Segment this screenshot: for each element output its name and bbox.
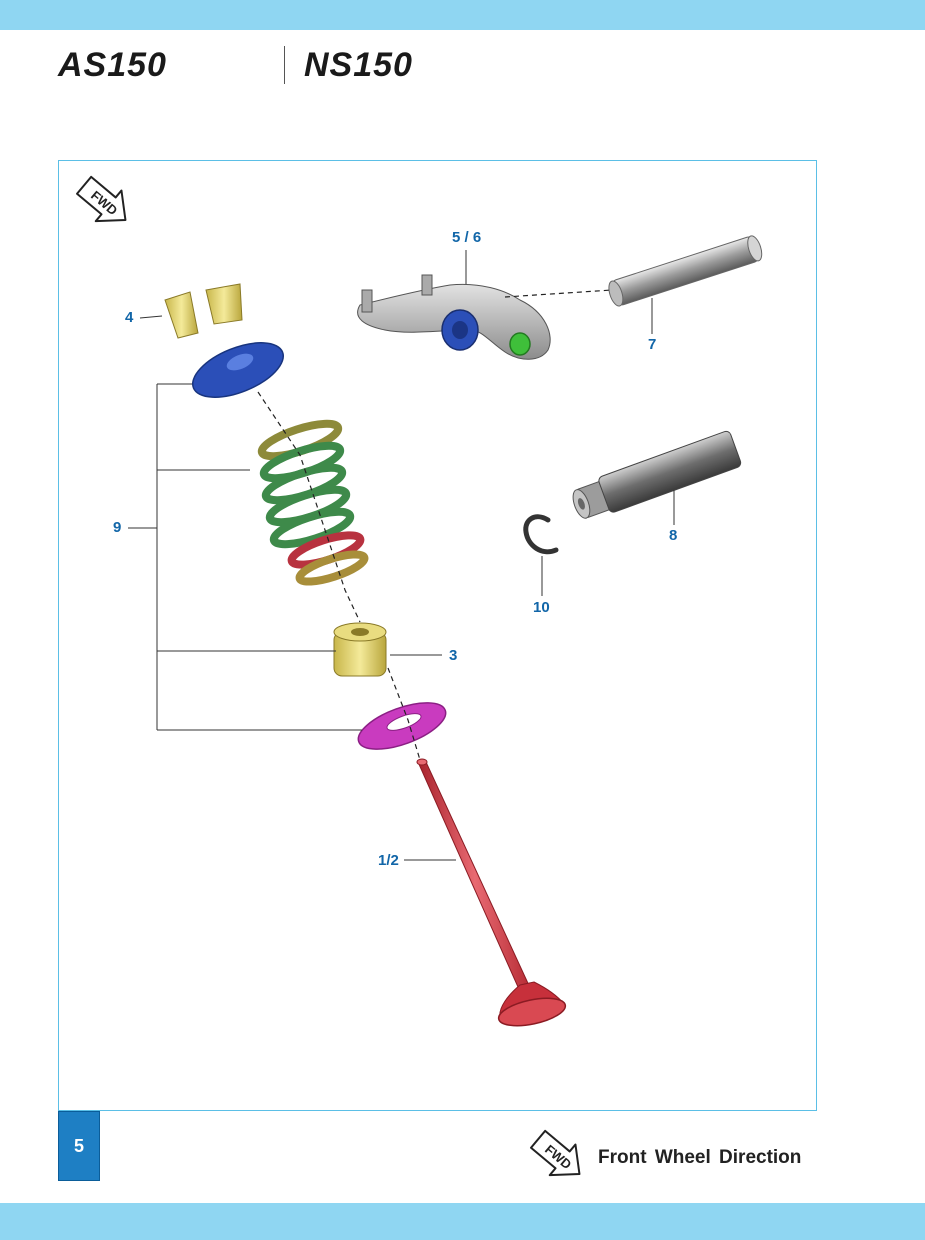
callout-9: 9 xyxy=(113,519,122,536)
callout-3: 3 xyxy=(449,647,458,664)
engine-valve xyxy=(416,758,567,1027)
valve-cotters xyxy=(164,283,243,339)
fwd-arrow-icon: FWD xyxy=(76,175,127,223)
callout-7: 7 xyxy=(648,336,657,353)
leader-lines xyxy=(128,250,675,861)
rocker-shaft xyxy=(608,235,763,307)
shaft xyxy=(572,430,742,519)
rocker-arm xyxy=(357,274,551,360)
page-number: 5 xyxy=(73,1136,84,1156)
logo-divider xyxy=(284,46,285,84)
callout-5-6: 5 / 6 xyxy=(452,229,482,246)
spring-seat xyxy=(357,702,447,750)
front-wheel-direction-label: Front Wheel Direction xyxy=(598,1147,802,1168)
shaft-alignment-line xyxy=(504,289,613,298)
callout-10: 10 xyxy=(533,599,550,616)
top-color-band xyxy=(0,0,925,30)
page-number-box: 5 xyxy=(58,1111,100,1181)
bottom-color-band xyxy=(0,1203,925,1240)
valve-stem-seal xyxy=(333,622,387,677)
valve-spring xyxy=(257,419,369,586)
callout-8: 8 xyxy=(669,527,678,544)
diagram-frame xyxy=(58,160,817,1111)
callout-1-2: 1/2 xyxy=(378,852,399,869)
logo-ns150: NS150 xyxy=(304,46,413,84)
logo-as150: AS150 xyxy=(58,46,167,84)
callout-4: 4 xyxy=(125,309,134,326)
circlip xyxy=(523,514,559,555)
fwd-legend-icon: FWD xyxy=(530,1129,581,1177)
assembly-axis xyxy=(257,391,421,761)
spring-retainer xyxy=(191,342,285,398)
